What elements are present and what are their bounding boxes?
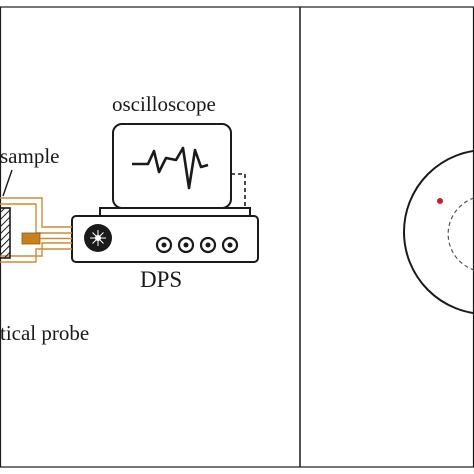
- outer-circle: [403, 149, 474, 315]
- waveform-icon: [132, 146, 209, 190]
- probe-connector: [21, 232, 41, 245]
- oscilloscope-label: oscilloscope: [112, 92, 216, 116]
- left-panel: oscilloscope DPS: [0, 92, 259, 345]
- sample-label: sample: [0, 144, 59, 168]
- optical-fibers: [0, 197, 72, 263]
- sample-pointer: [2, 169, 13, 197]
- measurement-point: [437, 198, 443, 204]
- dps-base: [99, 207, 251, 217]
- trigger-cable: [231, 173, 246, 216]
- dashed-arc: [447, 197, 474, 271]
- probe-label: tical probe: [0, 321, 89, 345]
- oscilloscope-box: [112, 123, 232, 209]
- sample-hatch-icon: [0, 207, 11, 259]
- dps-label: DPS: [140, 267, 182, 292]
- right-panel: [403, 149, 474, 315]
- light-source-icon: [84, 224, 112, 252]
